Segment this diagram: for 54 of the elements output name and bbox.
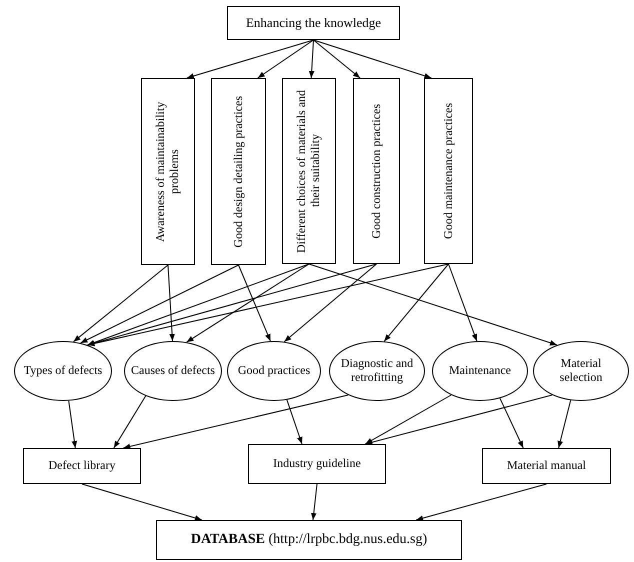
arrow bbox=[186, 264, 310, 343]
arrow bbox=[448, 264, 478, 342]
arrow bbox=[364, 394, 452, 444]
arrow bbox=[82, 484, 202, 521]
node-label: Good practices bbox=[238, 364, 310, 378]
category-box bbox=[353, 78, 400, 264]
arrow bbox=[308, 40, 314, 78]
node-label: Good design detailing practices bbox=[232, 96, 246, 248]
arrow bbox=[308, 264, 558, 346]
node-label: Types of defects bbox=[24, 364, 102, 378]
arrow bbox=[68, 400, 78, 448]
node-label: Defect library bbox=[48, 459, 116, 473]
arrow bbox=[499, 398, 524, 448]
process-box bbox=[248, 444, 386, 484]
arrow bbox=[364, 394, 553, 445]
node-label: Industry guideline bbox=[273, 457, 361, 471]
arrow bbox=[313, 40, 361, 78]
node-label: Different choices of materials and their suitability bbox=[295, 88, 323, 255]
category-box bbox=[141, 78, 195, 265]
process-box bbox=[227, 6, 400, 40]
node-label: DATABASE (http://lrpbc.bdg.nus.edu.sg) bbox=[190, 532, 428, 548]
arrow bbox=[384, 264, 449, 342]
arrow bbox=[113, 395, 146, 448]
node-label: Awareness of maintainability problems bbox=[154, 100, 182, 244]
node-label: Good maintenance practices bbox=[442, 103, 456, 239]
node-label: Material selection bbox=[558, 357, 604, 385]
arrow bbox=[284, 264, 377, 342]
arrow bbox=[238, 264, 271, 342]
process-box bbox=[482, 448, 611, 484]
arrow bbox=[80, 264, 239, 344]
node-label: Causes of defects bbox=[131, 364, 215, 378]
process-box bbox=[23, 448, 141, 484]
category-box bbox=[282, 78, 336, 264]
arrow bbox=[87, 264, 310, 346]
arrow bbox=[313, 40, 432, 79]
arrow bbox=[73, 264, 168, 342]
node-label: Maintenance bbox=[449, 364, 511, 378]
arrow bbox=[257, 40, 314, 78]
node-label: Enhancing the knowledge bbox=[246, 16, 381, 30]
arrow bbox=[87, 264, 449, 346]
arrow bbox=[168, 264, 175, 342]
arrow bbox=[87, 264, 377, 346]
node-label: Good construction practices bbox=[370, 104, 384, 238]
arrow bbox=[286, 399, 302, 444]
arrow bbox=[186, 40, 314, 79]
process-box bbox=[156, 520, 462, 560]
arrow bbox=[311, 484, 318, 520]
arrow bbox=[558, 400, 572, 448]
arrow bbox=[122, 394, 349, 450]
node-label: Material manual bbox=[507, 459, 586, 473]
category-box bbox=[211, 78, 266, 265]
category-box bbox=[424, 78, 473, 264]
arrow bbox=[416, 484, 547, 521]
node-label: Diagnostic and retrofitting bbox=[340, 357, 414, 385]
